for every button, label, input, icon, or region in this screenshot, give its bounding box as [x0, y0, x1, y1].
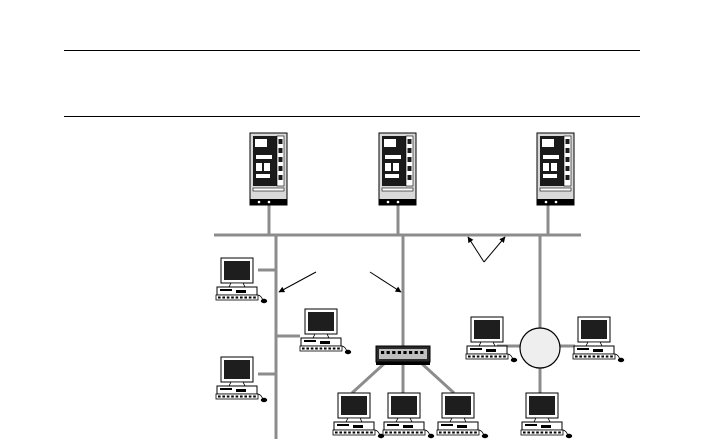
workstation-icon: [215, 356, 268, 403]
workstation-icon: [382, 392, 435, 439]
workstation-icon: [299, 308, 352, 355]
hub-ws-4-link: [350, 360, 388, 395]
server-tower-icon: [378, 132, 417, 206]
circle-node-icon: [519, 327, 561, 369]
pointer-backbone-b: [483, 236, 506, 263]
workstation-icon: [332, 392, 385, 439]
hub-ws-6-link: [418, 360, 456, 395]
server-tower-icon: [249, 132, 288, 206]
second-rule: [64, 116, 640, 117]
pointer-lines: [278, 236, 506, 293]
devices: [215, 132, 625, 439]
workstation-icon: [465, 316, 518, 363]
workstation-icon: [215, 257, 268, 304]
workstation-icon: [572, 316, 625, 363]
network-hub-icon: [375, 345, 431, 365]
workstation-icon: [520, 392, 573, 439]
pointer-hub-uplink: [369, 271, 402, 293]
workstation-icon: [436, 392, 489, 439]
pointer-left-branch: [278, 271, 317, 293]
top-rule: [64, 50, 640, 51]
pointer-backbone-a: [467, 236, 485, 263]
server-tower-icon: [536, 132, 575, 206]
